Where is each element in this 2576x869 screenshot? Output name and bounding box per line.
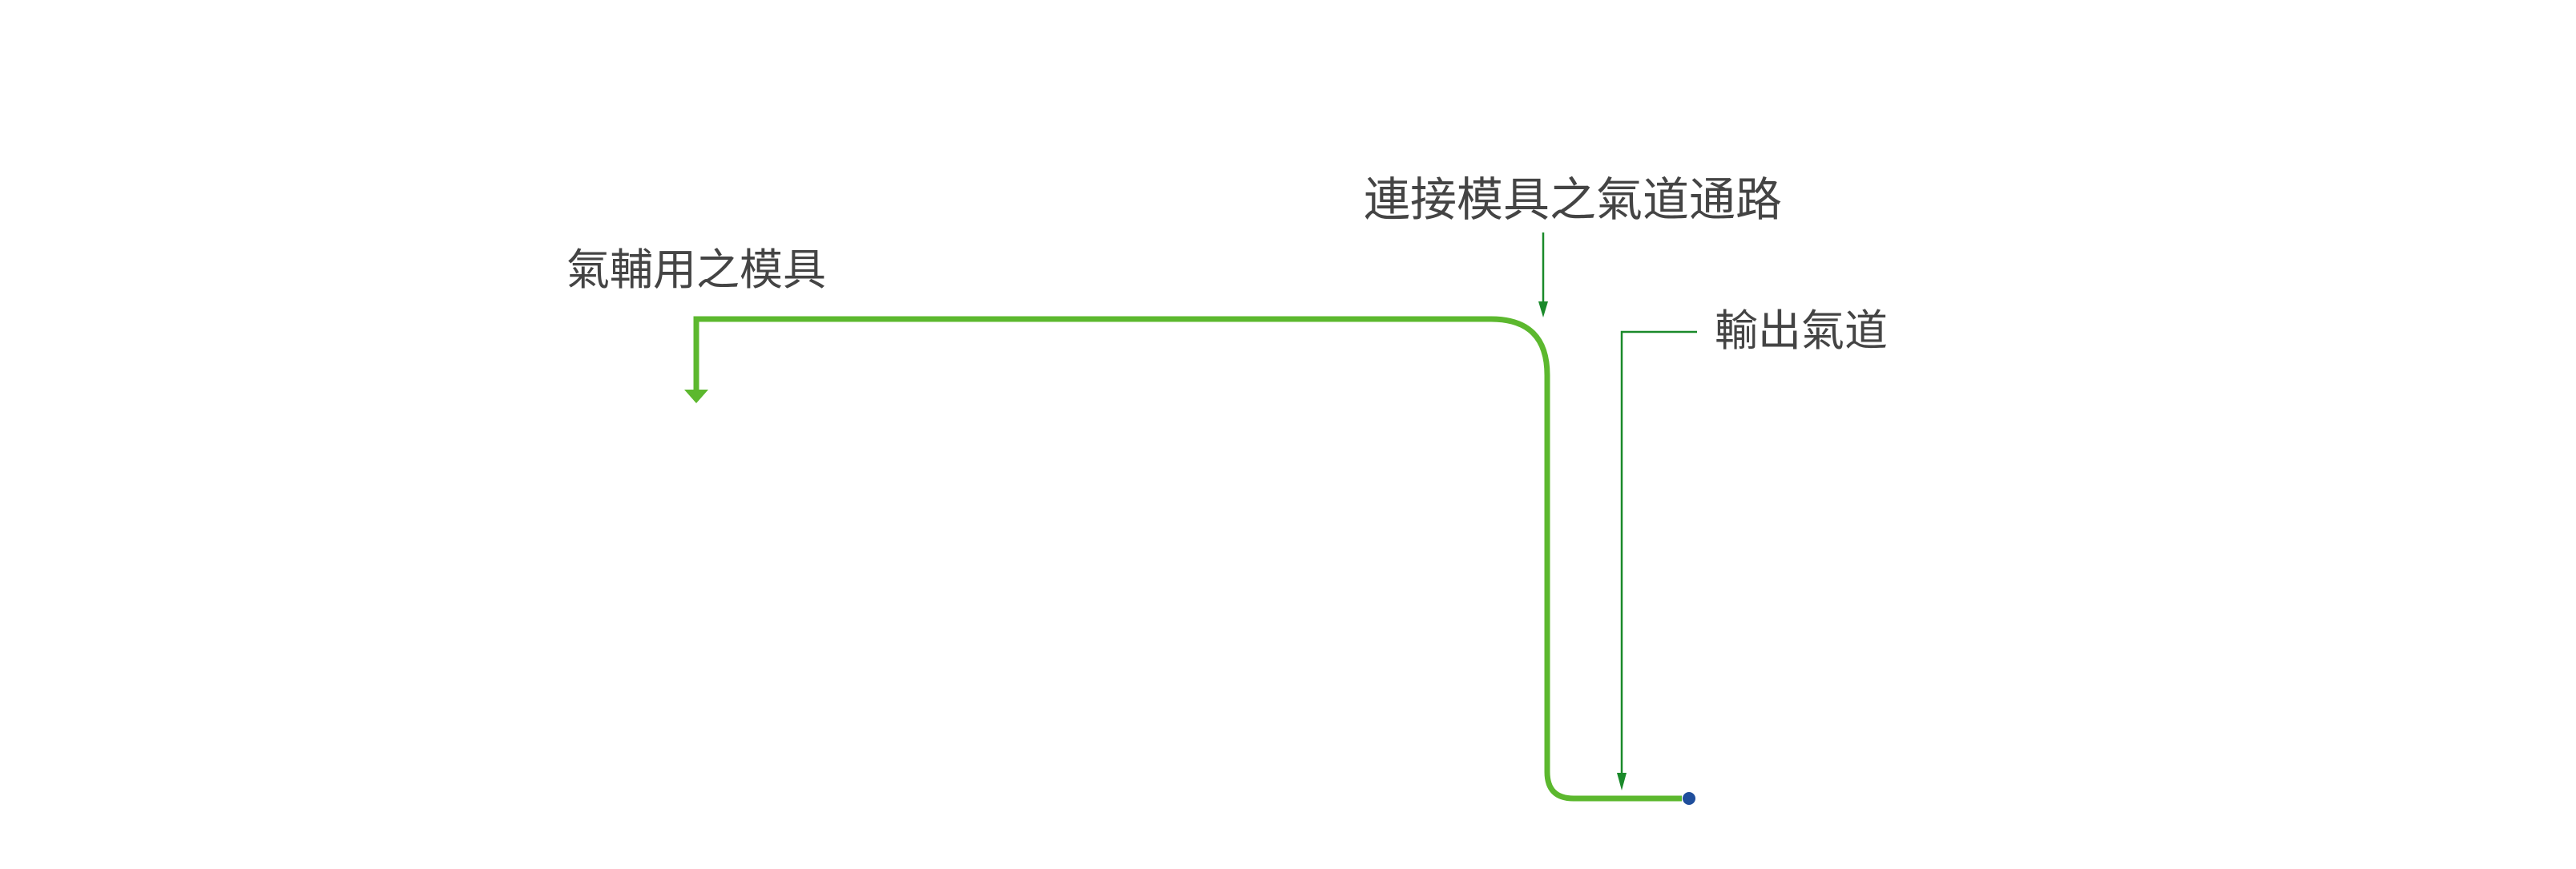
connecting-channel-arrowhead-icon <box>1538 301 1548 317</box>
connecting-channel-label: 連接模具之氣道通路 <box>1364 172 1783 227</box>
output-channel-leader <box>1620 330 1697 774</box>
end-point-dot <box>1683 792 1695 805</box>
air-channel-path <box>693 316 1682 802</box>
mold-label: 氣輔用之模具 <box>566 245 826 295</box>
output-channel-arrowhead-icon <box>1617 773 1627 790</box>
output-channel-label: 輸出氣道 <box>1715 305 1888 356</box>
mold-arrowhead-icon <box>684 390 708 403</box>
